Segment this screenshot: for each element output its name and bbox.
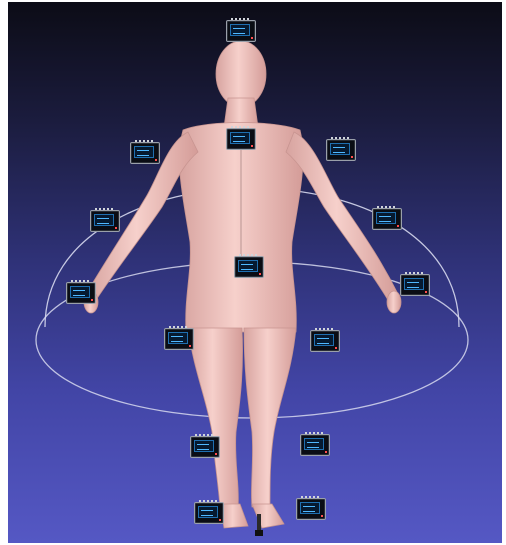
sensor-left-hip[interactable] bbox=[164, 328, 194, 350]
3d-viewport[interactable] bbox=[8, 2, 502, 543]
oled-sensor-icon bbox=[404, 278, 424, 290]
oled-sensor-icon bbox=[304, 438, 324, 450]
oled-sensor-icon bbox=[198, 506, 218, 518]
sensor-mid-right[interactable] bbox=[372, 208, 402, 230]
oled-sensor-icon bbox=[238, 260, 258, 272]
sensor-right-knee[interactable] bbox=[300, 434, 330, 456]
right-foot bbox=[252, 504, 284, 528]
oled-sensor-icon bbox=[94, 214, 114, 226]
sensor-right-foot[interactable] bbox=[296, 498, 326, 520]
sensor-mid-left[interactable] bbox=[90, 210, 120, 232]
oled-sensor-icon bbox=[230, 24, 250, 36]
sensor-left-foot[interactable] bbox=[194, 502, 224, 524]
sensor-upper-left[interactable] bbox=[130, 142, 160, 164]
sensor-head[interactable] bbox=[226, 20, 256, 42]
left-foot bbox=[220, 504, 248, 528]
sensor-chest[interactable] bbox=[226, 128, 256, 150]
human-body-model bbox=[84, 41, 401, 528]
oled-sensor-icon bbox=[168, 332, 188, 344]
sensor-right-hand[interactable] bbox=[400, 274, 430, 296]
oled-sensor-icon bbox=[376, 212, 396, 224]
oled-sensor-icon bbox=[70, 286, 90, 298]
sensor-abdomen[interactable] bbox=[234, 256, 264, 278]
oled-sensor-icon bbox=[230, 132, 250, 144]
oled-sensor-icon bbox=[194, 440, 214, 452]
head bbox=[216, 41, 266, 107]
left-leg bbox=[188, 328, 243, 507]
right-hand bbox=[387, 291, 401, 313]
sensor-upper-right[interactable] bbox=[326, 139, 356, 161]
sensor-right-hip[interactable] bbox=[310, 330, 340, 352]
sensor-left-hand[interactable] bbox=[66, 282, 96, 304]
oled-sensor-icon bbox=[330, 143, 350, 155]
oled-sensor-icon bbox=[314, 334, 334, 346]
sensor-left-knee[interactable] bbox=[190, 436, 220, 458]
oled-sensor-icon bbox=[300, 502, 320, 514]
oled-sensor-icon bbox=[134, 146, 154, 158]
